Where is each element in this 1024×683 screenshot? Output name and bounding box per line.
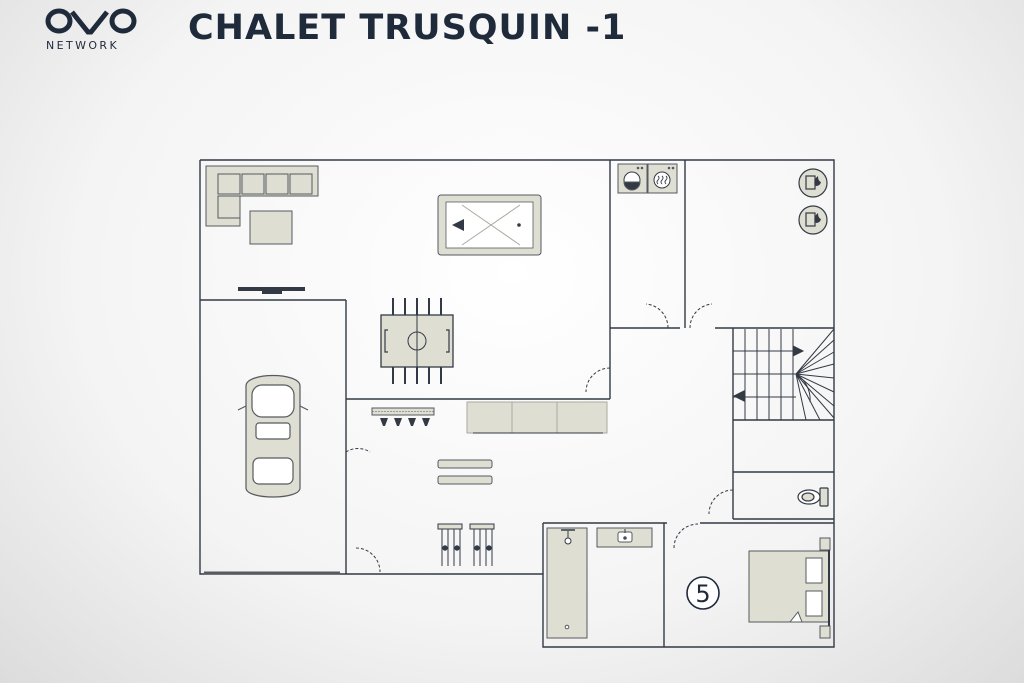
- car-icon: [237, 374, 309, 498]
- ski-rack-icon: [371, 407, 435, 426]
- room-number-badge: [686, 576, 720, 610]
- dryer-icon: [647, 163, 678, 194]
- kitchen-counter-icon: [466, 401, 608, 434]
- coffee-table-icon: [249, 210, 293, 245]
- header: NETWORK CHALET TRUSQUIN -1: [0, 0, 1024, 60]
- ski-boot-dryer-icon: [437, 523, 495, 566]
- bathtub-icon: [546, 527, 588, 639]
- staircase-icon: [732, 328, 835, 421]
- water-heater-icon: [798, 168, 828, 235]
- foosball-table-icon: [380, 298, 454, 384]
- floor-plan: 5: [199, 159, 835, 648]
- bench-icon: [437, 459, 493, 485]
- ovo-logo-icon: [45, 8, 137, 35]
- doors: [345, 303, 734, 573]
- washing-machine-icon: [617, 163, 648, 194]
- sofa-icon: [205, 165, 319, 227]
- page-title: CHALET TRUSQUIN -1: [188, 8, 627, 48]
- outer-wall: [199, 159, 835, 648]
- pool-table-icon: [437, 194, 542, 256]
- bed-icon: [748, 537, 831, 639]
- toilet-icon: [797, 487, 829, 507]
- tv-icon: [238, 287, 305, 294]
- room-number: 5: [695, 580, 710, 608]
- brand-name: NETWORK: [46, 39, 120, 52]
- sink-icon: [596, 527, 653, 548]
